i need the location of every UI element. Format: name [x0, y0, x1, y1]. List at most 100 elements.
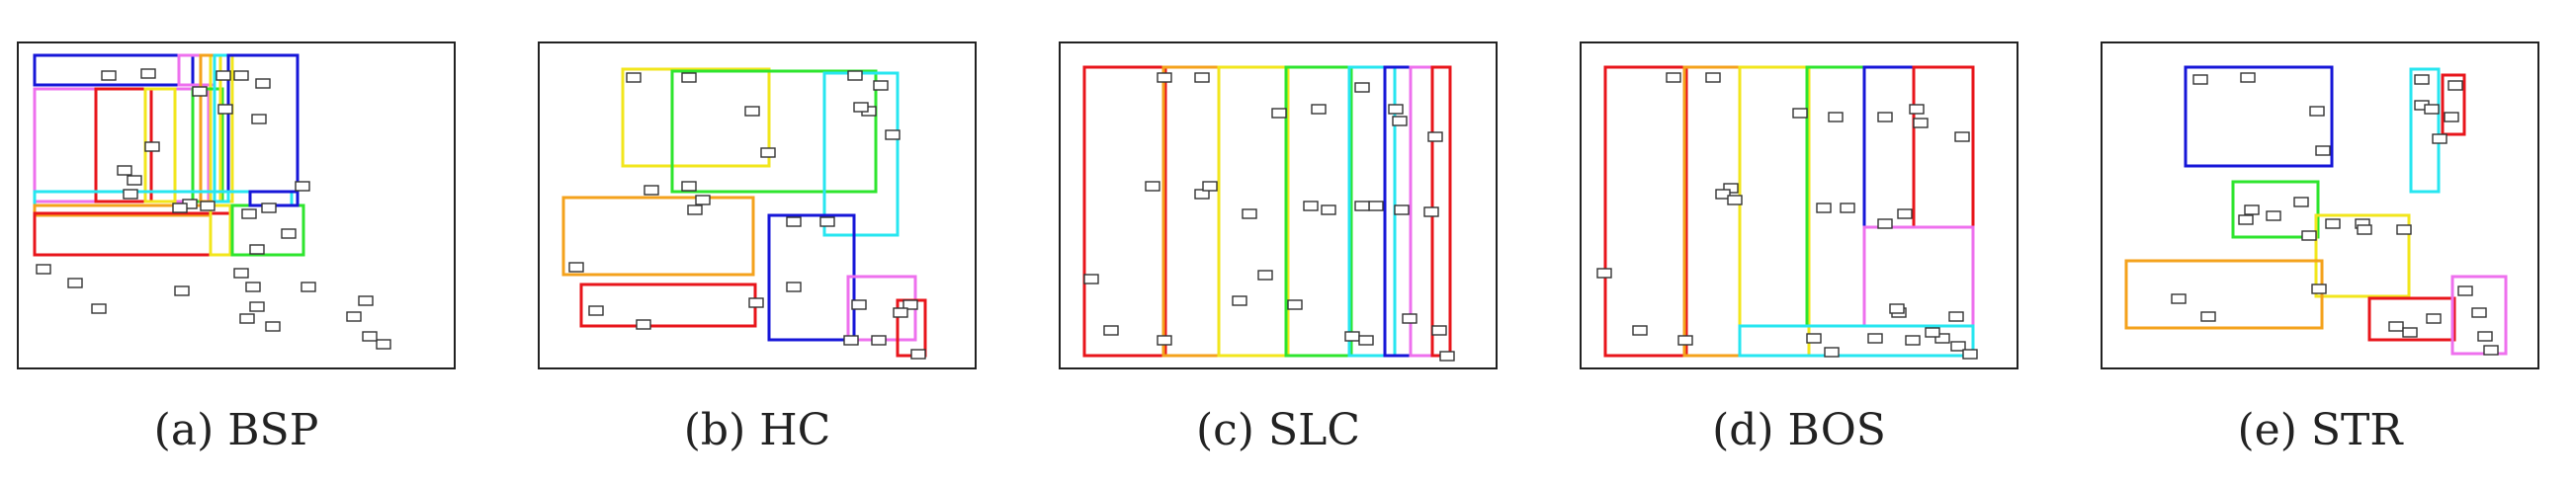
data-object — [67, 278, 83, 288]
data-object — [2244, 204, 2260, 215]
data-object — [1402, 313, 1417, 324]
data-object — [255, 78, 271, 89]
data-object — [295, 181, 310, 192]
data-object — [2414, 74, 2430, 85]
data-object — [1723, 183, 1739, 194]
data-object — [1287, 299, 1303, 310]
data-object — [123, 189, 138, 200]
frame-border — [1059, 41, 1498, 369]
frame-border — [17, 41, 456, 369]
bounding-rect-blue — [1862, 65, 1916, 229]
data-object — [174, 285, 190, 296]
data-object — [1392, 116, 1408, 126]
data-object — [2424, 104, 2440, 115]
diagram-slc-svg — [1059, 41, 1498, 369]
bounding-rect-yellow — [209, 203, 232, 257]
data-object — [2309, 106, 2325, 117]
data-object — [101, 70, 117, 81]
diagram-bos — [1580, 41, 2018, 369]
data-object — [265, 321, 281, 332]
bounding-rect-cyan — [1347, 65, 1397, 358]
data-object — [362, 331, 378, 342]
bounding-rect-red — [2441, 73, 2466, 136]
data-object — [636, 319, 651, 330]
diagram-str — [2101, 41, 2539, 369]
data-object — [1909, 104, 1925, 115]
bounding-rect-red — [2367, 296, 2456, 342]
data-object — [2447, 80, 2463, 91]
data-object — [281, 228, 297, 239]
bounding-rect-orange — [1161, 65, 1221, 358]
data-object — [2171, 293, 2187, 304]
data-object — [245, 282, 261, 292]
data-object — [2266, 210, 2281, 221]
data-object — [1962, 349, 1978, 360]
data-object — [681, 72, 697, 83]
bounding-rect-magenta — [2450, 275, 2508, 356]
bounding-rect-green — [1805, 65, 1866, 328]
bounding-rect-red — [579, 283, 757, 328]
data-object — [2388, 321, 2404, 332]
bounding-rect-red — [33, 211, 234, 257]
data-object — [853, 102, 869, 113]
data-object — [687, 204, 703, 215]
data-object — [2444, 112, 2459, 122]
data-object — [871, 335, 887, 346]
data-object — [843, 335, 859, 346]
data-object — [1905, 335, 1921, 346]
data-object — [588, 305, 604, 316]
data-object — [251, 114, 267, 124]
data-object — [644, 185, 659, 196]
data-object — [376, 339, 391, 350]
bounding-rect-yellow — [2314, 213, 2411, 298]
data-object — [1157, 72, 1172, 83]
data-object — [2402, 327, 2418, 338]
data-object — [744, 106, 760, 117]
data-object — [1948, 311, 1964, 322]
data-object — [1103, 325, 1119, 336]
data-object — [2293, 197, 2309, 207]
bounding-rect-orange — [1682, 65, 1742, 358]
data-object — [885, 129, 901, 140]
data-object — [1925, 327, 1940, 338]
bounding-rect-red — [1082, 65, 1167, 358]
data-object — [233, 70, 249, 81]
data-object — [2357, 224, 2372, 235]
diagram-str-svg — [2101, 41, 2539, 369]
data-object — [140, 68, 156, 79]
data-object — [1321, 204, 1336, 215]
diagram-bsp — [17, 41, 456, 369]
data-object — [239, 313, 255, 324]
bounding-rect-cyan — [1738, 324, 1975, 358]
data-object — [1806, 333, 1822, 344]
data-object — [1828, 112, 1844, 122]
data-object — [902, 299, 918, 310]
data-object — [233, 268, 249, 279]
data-object — [301, 282, 316, 292]
data-object — [1271, 108, 1287, 119]
frame-border — [538, 41, 977, 369]
data-object — [2311, 284, 2327, 294]
frame-border — [1580, 41, 2018, 369]
data-object — [1083, 274, 1099, 284]
data-object — [1344, 331, 1360, 342]
data-object — [200, 201, 215, 211]
data-object — [1354, 201, 1370, 211]
data-object — [1358, 335, 1374, 346]
caption-bos: (d) BOS — [1712, 405, 1886, 455]
data-object — [1867, 333, 1883, 344]
data-object — [1596, 268, 1612, 279]
data-object — [819, 216, 835, 227]
bounding-rect-magenta — [1862, 225, 1975, 328]
data-object — [1423, 206, 1439, 217]
bounding-rect-orange — [2124, 259, 2324, 330]
data-object — [695, 195, 711, 205]
data-object — [2483, 345, 2499, 356]
data-object — [1816, 202, 1832, 213]
data-object — [1145, 181, 1160, 192]
data-object — [1194, 72, 1210, 83]
diagram-slc — [1059, 41, 1498, 369]
data-object — [2200, 311, 2216, 322]
bounding-rect-blue — [2184, 65, 2334, 168]
data-object — [681, 181, 697, 192]
